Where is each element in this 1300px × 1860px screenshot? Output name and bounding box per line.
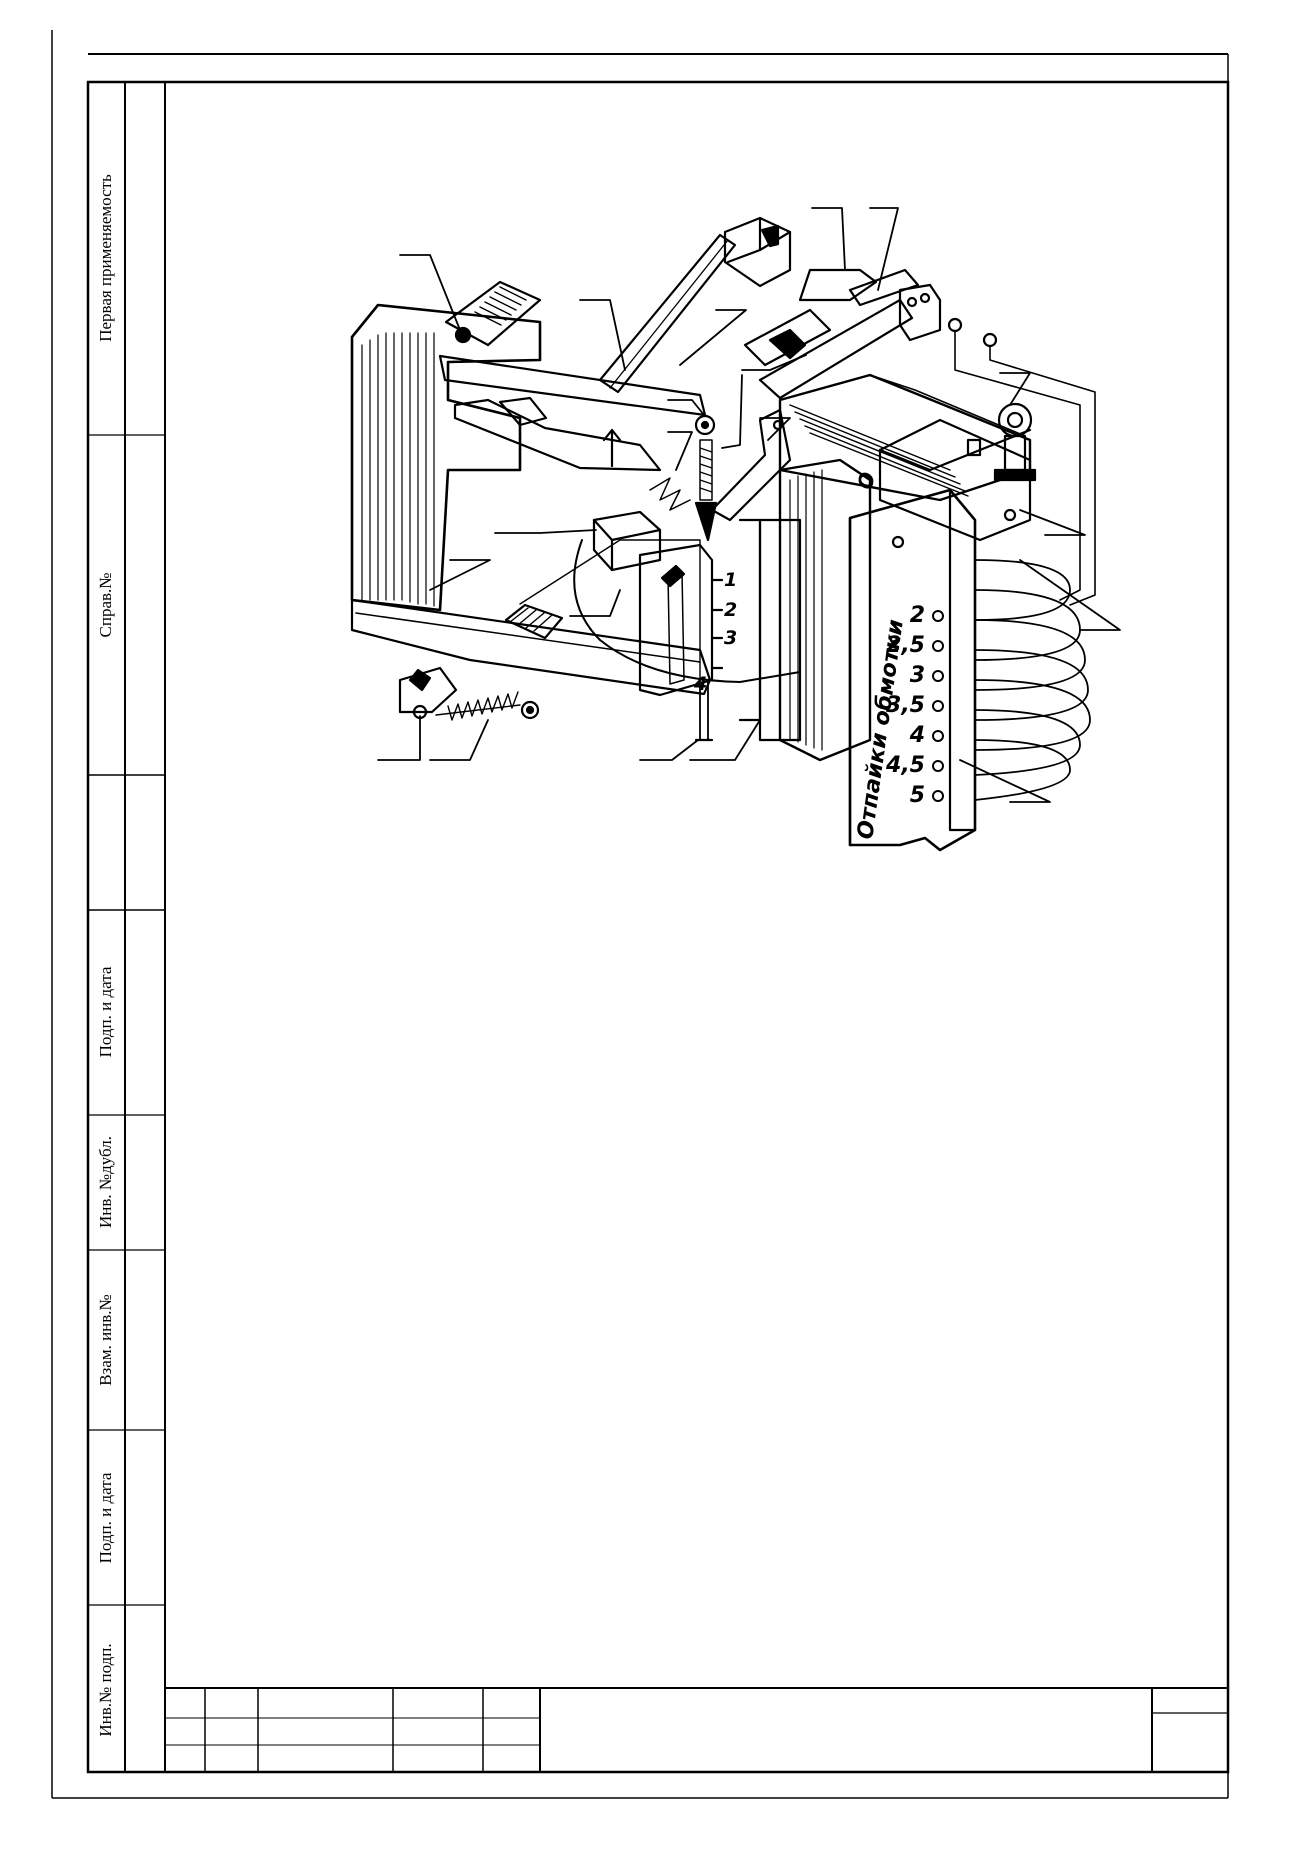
label-sign-date-1: Подп. и дата — [96, 966, 115, 1058]
tap-panel: Отпайки обмотки O 2 2,5 3 3,5 4 4,5 5 — [853, 471, 925, 841]
tap-value: 4 — [909, 723, 925, 748]
tap-value: 2,5 — [886, 633, 925, 658]
label-first-use: Первая применяемость — [96, 174, 115, 342]
title-block — [165, 1687, 1228, 1772]
sector-scale: 1 2 3 4 — [693, 569, 737, 695]
sheet-frame — [51, 30, 1230, 1799]
tap-panel-zero: O — [853, 471, 879, 491]
tap-value: 2 — [910, 603, 925, 628]
label-inv-dup: Инв. №дубл. — [96, 1135, 115, 1229]
tap-value: 4,5 — [885, 753, 925, 778]
scale-mark: 1 — [724, 569, 737, 591]
scale-mark: 2 — [724, 599, 737, 621]
label-replace-inv: Взам. инв.№ — [96, 1294, 115, 1386]
label-inv-orig: Инв.№ подп. — [96, 1643, 115, 1737]
scale-mark: 4 — [693, 673, 707, 695]
tap-value: 3,5 — [886, 693, 925, 718]
label-sign-date-2: Подп. и дата — [96, 1472, 115, 1564]
tap-values: 2 2,5 3 3,5 4 4,5 5 — [885, 603, 925, 808]
label-ref-no: Справ.№ — [96, 572, 115, 638]
tap-value: 5 — [910, 783, 925, 808]
tap-value: 3 — [910, 663, 925, 688]
scale-mark: 3 — [724, 627, 737, 649]
relay-mechanism-drawing — [350, 207, 1121, 852]
